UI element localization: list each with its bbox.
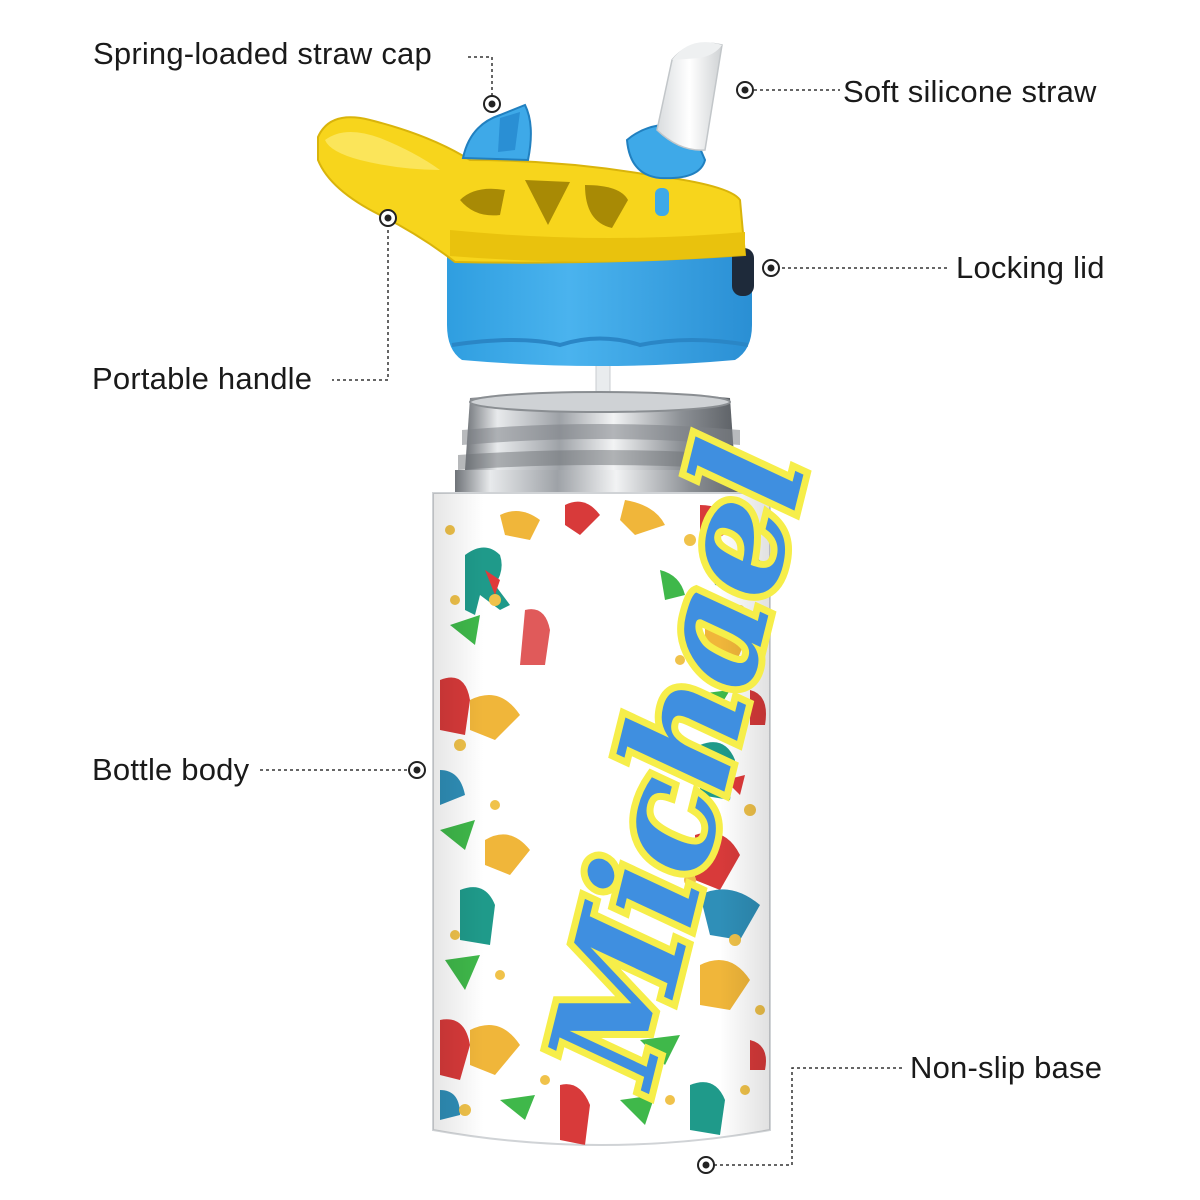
label-straw-cap: Spring-loaded straw cap <box>93 36 432 71</box>
callout-dot-icon <box>379 81 780 1174</box>
label-straw: Soft silicone straw <box>843 74 1097 109</box>
locking-lid <box>447 248 754 366</box>
dinosaur-pattern <box>433 493 770 1145</box>
callout-lines <box>260 56 950 1166</box>
silicone-straw <box>625 42 723 216</box>
bottle-body: Michael <box>432 422 848 1146</box>
label-portable-handle: Portable handle <box>92 361 313 396</box>
steel-neck <box>455 391 748 493</box>
straw-cap-flap <box>461 103 532 162</box>
label-locking-lid: Locking lid <box>956 250 1105 285</box>
portable-handle <box>317 116 747 264</box>
label-bottle-body: Bottle body <box>92 752 250 787</box>
label-non-slip-base: Non-slip base <box>910 1050 1103 1085</box>
